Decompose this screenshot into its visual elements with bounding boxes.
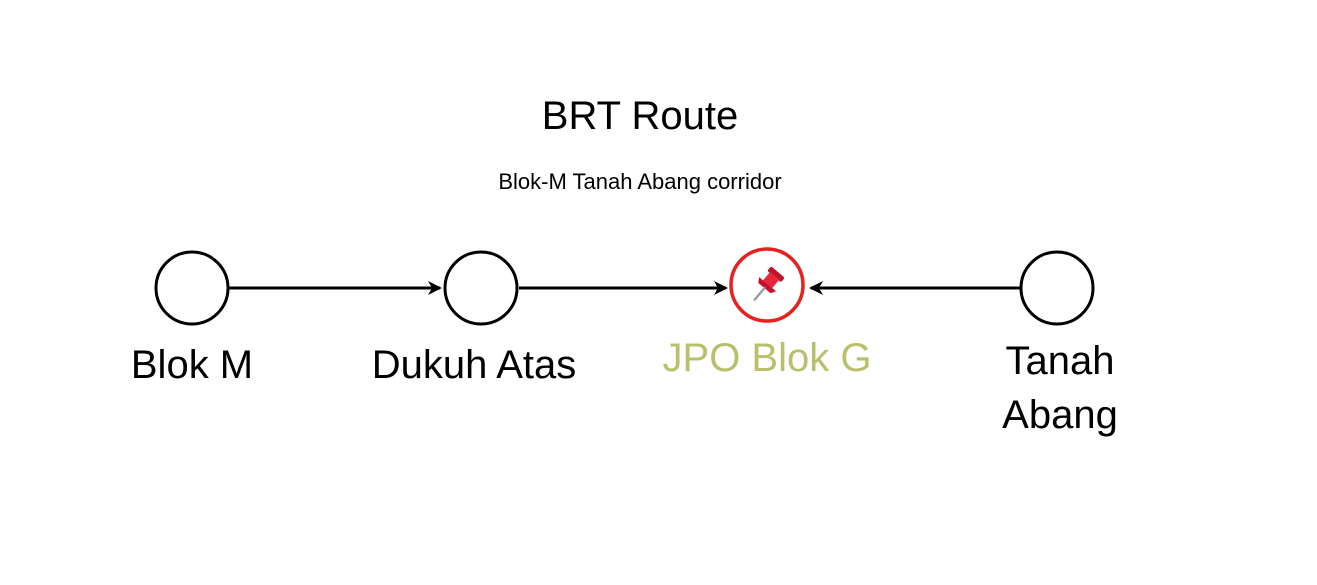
station-label-jpo-blok-g: JPO Blok G xyxy=(662,336,872,380)
station-label-blok-m: Blok M xyxy=(130,343,254,387)
station-label-dukuh-atas: Dukuh Atas xyxy=(371,343,577,387)
pushpin-icon xyxy=(753,267,785,301)
station-label-tanah-abang: Tanah Abang xyxy=(1002,339,1118,437)
diagram-subtitle: Blok-M Tanah Abang corridor xyxy=(498,169,782,194)
diagram-title: BRT Route xyxy=(541,94,739,138)
station-node-tanah-abang[interactable] xyxy=(1019,250,1095,326)
station-node-blok-m[interactable] xyxy=(154,250,230,326)
station-node-dukuh-atas[interactable] xyxy=(443,250,519,326)
